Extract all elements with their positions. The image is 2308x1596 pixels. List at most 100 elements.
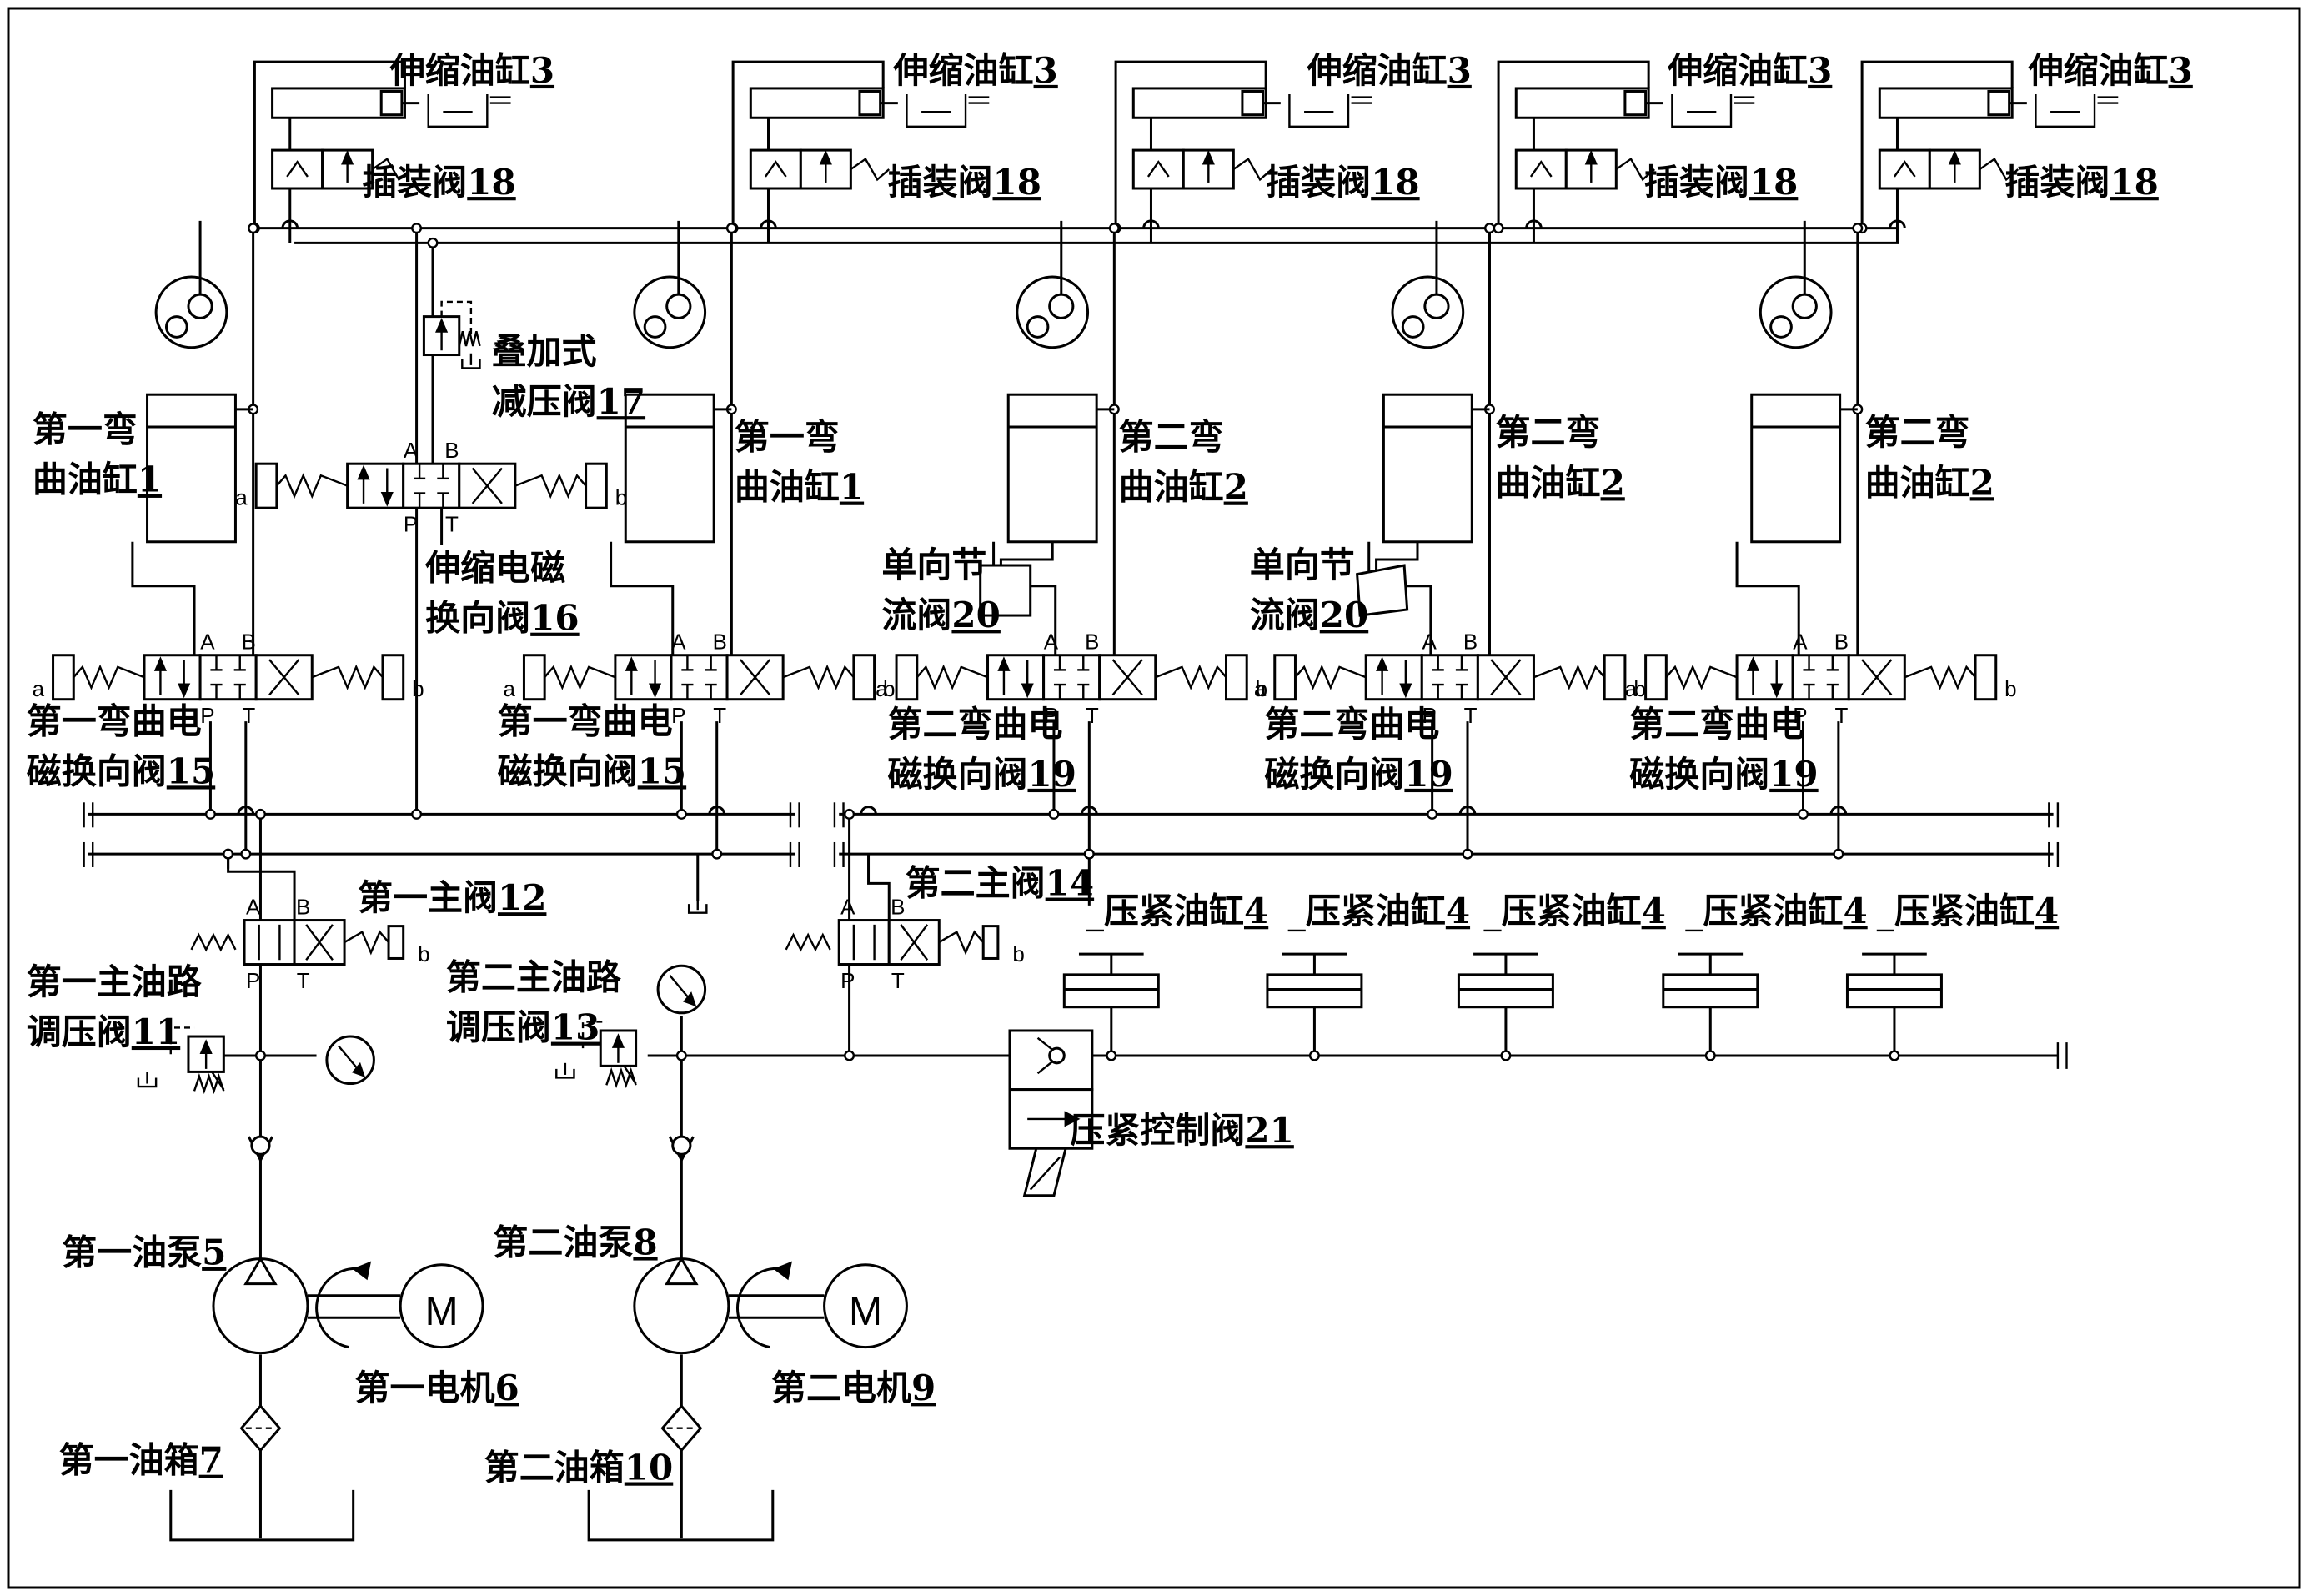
- first-main-valve-label-number: 12: [498, 877, 546, 918]
- telescopic-cylinder-label-number: 3: [2169, 50, 2193, 91]
- bending-roller-pin-icon: [1401, 315, 1425, 339]
- spring-icon: [193, 1072, 225, 1095]
- junction-dot: [1889, 1050, 1900, 1061]
- junction-dot: [711, 848, 723, 860]
- clamping-cylinder-label: 压紧油缸4: [1703, 891, 1867, 931]
- check-ball-icon: [671, 1135, 692, 1156]
- cartridge-valve-label-line: 插装阀18: [1266, 162, 1419, 203]
- check-icon: [764, 160, 787, 178]
- first-bending-cylinder-1: [146, 220, 237, 544]
- port-label-a: A: [1044, 630, 1059, 655]
- cylinder-body: [1382, 393, 1473, 544]
- port-label-b: B: [444, 438, 459, 463]
- cylinder-load-icon: [1288, 94, 1350, 128]
- second-bending-valve-label-line: 磁换向阀19: [1629, 754, 1818, 795]
- junction-dot: [675, 1050, 687, 1061]
- cartridge-valve-label: 插装阀18: [887, 162, 1041, 203]
- clamping-cylinder-label-line: 压紧油缸4: [1894, 891, 2059, 931]
- cartridge-valve-label-number: 18: [1371, 162, 1419, 203]
- telescopic-cylinder-label-line: 伸缩油缸3: [893, 50, 1058, 91]
- second-filter: [660, 1403, 703, 1453]
- first-relief-valve-label-line: 第一主油路: [27, 961, 203, 1002]
- port-label-t: T: [445, 511, 459, 536]
- drawing-frame: [7, 7, 2301, 1589]
- solenoid-spring-icon: [1232, 157, 1273, 182]
- flow-arrow-icon: [199, 1039, 213, 1054]
- first-bending-valve-label-line: 第一弯曲电: [27, 700, 202, 741]
- second-bending-cylinder-label-line: 第二弯: [1496, 412, 1601, 453]
- clamp-control-valve-label-line: 压紧控制阀21: [1070, 1110, 1293, 1151]
- line-crossover: [1525, 219, 1543, 228]
- cartridge-valve-18: [1131, 148, 1273, 190]
- pressure-reducing-valve-label-line: 叠加式: [492, 331, 597, 372]
- line-crossover: [1889, 219, 1906, 228]
- first-oil-tank-icon: [169, 1489, 355, 1542]
- first-pump-label: 第一油泵5: [62, 1232, 226, 1273]
- second-oil-tank-icon: [587, 1489, 775, 1542]
- right-solenoid-spring-icon: [782, 664, 855, 690]
- clamping-cylinder-label-line: 压紧油缸4: [1502, 891, 1666, 931]
- first-filter: [239, 1403, 282, 1453]
- pressure-reducing-valve-label-line: 减压阀17: [492, 381, 645, 422]
- port-label-sol_b: b: [418, 941, 429, 966]
- first-bending-valve-label-line: 磁换向阀15: [27, 750, 215, 791]
- second-bending-cylinder-label-line: 第二弯: [1865, 412, 1970, 453]
- flow-arrow-icon: [1021, 683, 1034, 699]
- flow-arrow-icon: [1202, 149, 1215, 165]
- left-solenoid-spring-icon: [73, 664, 145, 690]
- one-way-throttle-valve-20: [1356, 564, 1409, 617]
- second-main-b-line: [867, 854, 891, 921]
- pump-direction-icon: [665, 1256, 699, 1286]
- cartridge-valve-label-line: 插装阀18: [2004, 162, 2158, 203]
- piston-head: [379, 89, 404, 117]
- valve-position-left: [243, 919, 296, 966]
- valve-position-right: [1476, 654, 1535, 701]
- cartridge-valve-18: [1514, 148, 1655, 190]
- rotation-arrow-icon: [735, 1267, 785, 1349]
- second-bending-cylinder-2: [1006, 220, 1098, 544]
- port-label-a: A: [1422, 630, 1437, 655]
- right-solenoid-spring-icon: [311, 664, 384, 690]
- solenoid-icon: [387, 925, 405, 960]
- valve-position-left: [143, 654, 202, 701]
- pipe: [471, 467, 503, 504]
- port-label-sol_a: a: [504, 676, 516, 701]
- first-pump-motor: M: [212, 1256, 484, 1355]
- cartridge-valve-label-number: 18: [2110, 162, 2158, 203]
- right-solenoid-spring-icon: [1904, 664, 1976, 690]
- port-label-sol_a: a: [1254, 676, 1267, 701]
- port-label-p: P: [1422, 703, 1436, 728]
- line-crossover: [1081, 806, 1098, 815]
- left-solenoid-spring-icon: [544, 664, 616, 690]
- clamping-cylinder-label-line: 压紧油缸4: [1104, 891, 1268, 931]
- left-solenoid-icon: [1644, 654, 1668, 701]
- port-label-t: T: [891, 968, 905, 993]
- cylinder-load-icon: [1671, 94, 1733, 128]
- line-crossover: [760, 219, 777, 228]
- port-label-p: P: [246, 968, 260, 993]
- valve-position-left: [271, 148, 324, 190]
- cylinder-body: [1845, 973, 1943, 1009]
- port-label-b: B: [1834, 630, 1849, 655]
- cartridge-valve-label: 插装阀18: [1644, 162, 1798, 203]
- port-label-sol_a: a: [1625, 676, 1638, 701]
- valve-position-center: [1042, 654, 1101, 701]
- telescopic-cylinder-label: 伸缩油缸3: [1307, 50, 1472, 91]
- telescopic-cylinder-label: 伸缩油缸3: [1667, 50, 1832, 91]
- second-main-valve-label: 第二主阀14: [906, 863, 1094, 904]
- bending-roller-pin-icon: [1769, 315, 1793, 339]
- pilot-line: [169, 1026, 195, 1055]
- second-tank-label-number: 10: [625, 1448, 673, 1488]
- flow-arrow-icon: [380, 492, 394, 507]
- rotation-arrowhead-icon: [352, 1261, 372, 1281]
- pipe: [740, 659, 771, 696]
